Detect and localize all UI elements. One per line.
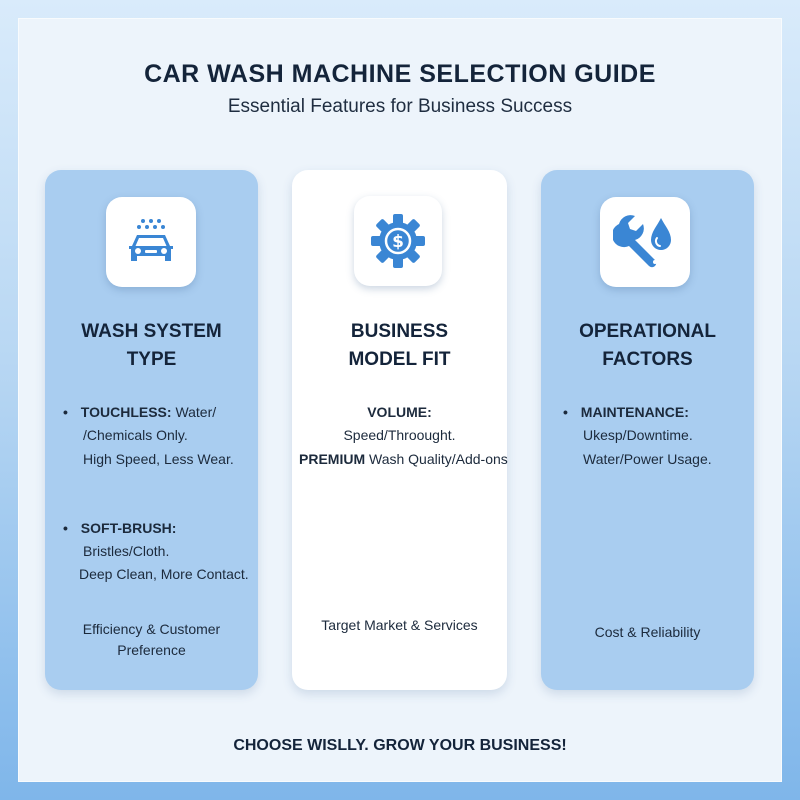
list-item: VOLUME: [367,404,432,420]
wrench-droplet-icon [613,215,671,268]
page-subtitle: Essential Features for Business Success [227,96,573,117]
card-footer-note: Efficiency & Customer Preference [82,621,221,658]
list-item: SOFT-BRUSH: [63,520,177,536]
list-item-detail: Bristles/Cloth. [83,543,170,559]
icon-tile [600,197,690,287]
card-wash-system-type: WASH SYSTEM TYPE TOUCHLESS: Water/ /Chem… [45,170,258,690]
gear-dollar-icon: $ [371,214,425,268]
card-operational-factors: OPERATIONAL FACTORS MAINTENANCE: Ukesp/D… [541,170,754,690]
list-item-detail: Deep Clean, More Contact. [79,566,249,582]
list-item-detail: Speed/Throought. [343,427,456,443]
car-wash-icon [129,219,173,261]
list-item-detail: Ukesp/Downtime. [583,427,693,443]
list-item: PREMIUM Wash Quality/Add-ons [299,451,508,467]
footer-tagline: CHOOSE WISLLY. GROW YOUR BUSINESS! [233,737,567,754]
card-footer-note: Target Market & Services [321,617,478,633]
icon-tile: $ [354,196,442,286]
card-business-model-fit: $ BUSINESS MODEL FIT VOLUME: Speed/Throo… [292,170,508,690]
list-item: TOUCHLESS: Water/ [63,404,216,420]
card-title: OPERATIONAL FACTORS [579,321,716,370]
card-title: BUSINESS MODEL FIT [348,321,451,370]
card-title: WASH SYSTEM TYPE [81,321,222,370]
list-item: MAINTENANCE: [563,404,689,420]
list-item-detail: High Speed, Less Wear. [83,451,234,467]
icon-tile [106,197,196,287]
list-item-detail: /Chemicals Only. [83,427,188,443]
list-item-detail: Water/Power Usage. [583,451,712,467]
svg-text:$: $ [392,232,404,252]
card-footer-note: Cost & Reliability [594,624,701,640]
page-title: CAR WASH MACHINE SELECTION GUIDE [144,60,656,88]
